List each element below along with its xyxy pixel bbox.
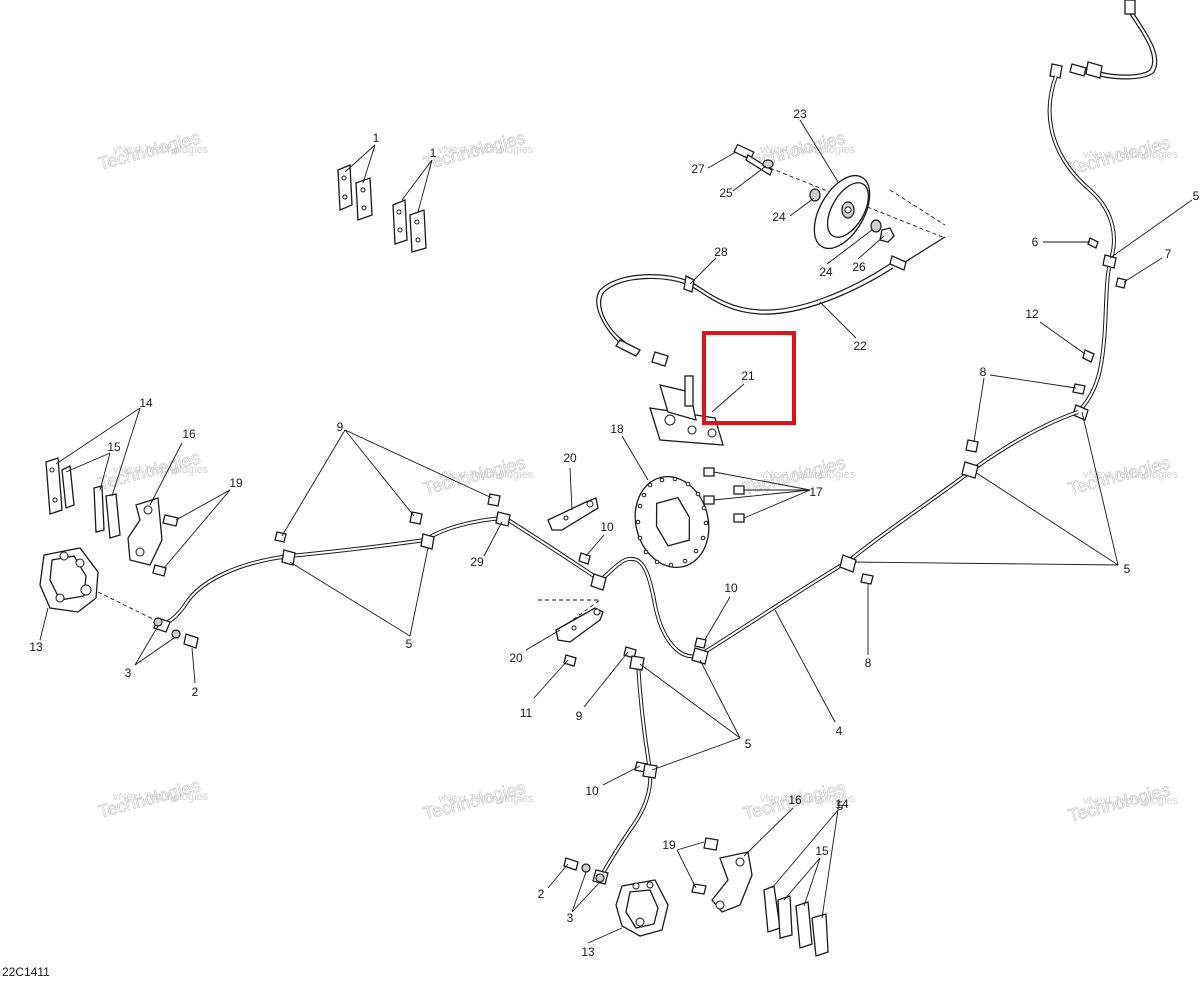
callout-22: 22	[853, 339, 867, 353]
callout-13: 13	[29, 640, 43, 654]
callout-15: 15	[107, 440, 121, 454]
watermark-text: vNext Technologies	[1083, 795, 1179, 807]
watermark-text: vNext Technologies	[1083, 469, 1179, 481]
callout-2: 2	[192, 685, 199, 699]
callout-14: 14	[835, 797, 849, 811]
leaders-mid	[525, 467, 641, 786]
callout-19: 19	[229, 476, 243, 490]
callout-24: 24	[772, 210, 786, 224]
callout-8: 8	[865, 656, 872, 670]
lower-hose	[592, 655, 658, 885]
callout-20: 20	[563, 451, 577, 465]
brake-pad-set-top-left	[337, 164, 427, 253]
callout-19: 19	[662, 838, 676, 852]
bracket-lower	[538, 599, 604, 643]
fittings-left	[274, 493, 501, 543]
callout-29: 29	[470, 555, 484, 569]
watermark-text: vNext Technologies	[760, 793, 856, 805]
callout-5: 5	[406, 637, 413, 651]
callout-10: 10	[600, 520, 614, 534]
callout-5: 5	[745, 737, 752, 751]
callout-16: 16	[182, 427, 196, 441]
watermark-text: vNext Technologies	[113, 464, 209, 476]
fittings-right	[860, 237, 1127, 585]
watermark-group: Technologies vNext Technologies Technolo…	[95, 127, 1179, 826]
callout-5: 5	[1193, 189, 1200, 203]
callout-7: 7	[1165, 247, 1172, 261]
callout-5: 5	[837, 799, 844, 813]
parking-brake-assembly	[596, 143, 946, 446]
callout-18: 18	[610, 422, 624, 436]
front-left-hose	[153, 511, 607, 633]
brake-rotor	[634, 475, 710, 569]
main-brake-hose	[598, 410, 1079, 665]
rotor-bolts	[703, 467, 745, 523]
leaders-left-hose	[281, 429, 503, 637]
callout-20: 20	[509, 651, 523, 665]
watermark-text: vNext Technologies	[760, 144, 856, 156]
callout-6: 6	[1032, 235, 1039, 249]
watermark-text: vNext Technologies	[438, 793, 534, 805]
callout-14: 14	[139, 396, 153, 410]
callout-16: 16	[788, 793, 802, 807]
leaders-bottom-caliper	[547, 807, 839, 944]
callout-21: 21	[741, 369, 755, 383]
rear-upper-hose	[1047, 0, 1158, 421]
callout-25: 25	[719, 186, 733, 200]
callout-11: 11	[520, 706, 533, 720]
watermark-text: vNext Technologies	[438, 144, 534, 156]
callout-28: 28	[714, 245, 728, 259]
callout-10: 10	[724, 581, 738, 595]
callout-15: 15	[815, 844, 829, 858]
watermark-text: vNext Technologies	[1083, 149, 1179, 161]
callout-13: 13	[581, 945, 595, 959]
callout-8: 8	[980, 365, 987, 379]
caliper-bottom-assembly	[563, 837, 829, 957]
callout-10: 10	[585, 784, 599, 798]
callout-2: 2	[538, 887, 545, 901]
callout-3: 3	[125, 666, 132, 680]
callout-5: 5	[1124, 562, 1131, 576]
callout-3: 3	[567, 911, 574, 925]
leaders-item-1	[344, 144, 433, 213]
leaders-rotor	[621, 435, 811, 519]
callout-12: 12	[1025, 307, 1039, 321]
leaders-main	[699, 596, 836, 723]
leaders-left-caliper	[39, 407, 231, 684]
callout-labels: 1 1 2 2 3 3 4 5 5 5 5 5 6 7 8 8 9 9 10 1…	[29, 107, 1199, 959]
rotor-holes	[635, 476, 709, 568]
callout-9: 9	[576, 709, 583, 723]
watermark-text: vNext Technologies	[113, 144, 209, 156]
watermark-text: vNext Technologies	[760, 469, 856, 481]
watermark-text: vNext Technologies	[113, 791, 209, 803]
callout-4: 4	[836, 724, 843, 738]
callout-1: 1	[430, 146, 437, 160]
watermark-text: vNext Technologies	[438, 469, 534, 481]
callout-17: 17	[809, 485, 823, 499]
highlight-box-item-21	[702, 331, 796, 425]
callout-1: 1	[373, 131, 380, 145]
bracket-upper	[547, 497, 599, 531]
callout-23: 23	[793, 107, 807, 121]
callout-26: 26	[852, 260, 866, 274]
callout-9: 9	[337, 420, 344, 434]
caliper-left-assembly	[39, 457, 199, 649]
leaders-parking-brake	[689, 119, 885, 413]
figure-code: 22C1411	[2, 965, 50, 979]
leaders-right	[849, 199, 1193, 655]
callout-24: 24	[819, 265, 833, 279]
callout-27: 27	[691, 162, 705, 176]
leaders-lower-5	[639, 659, 741, 771]
